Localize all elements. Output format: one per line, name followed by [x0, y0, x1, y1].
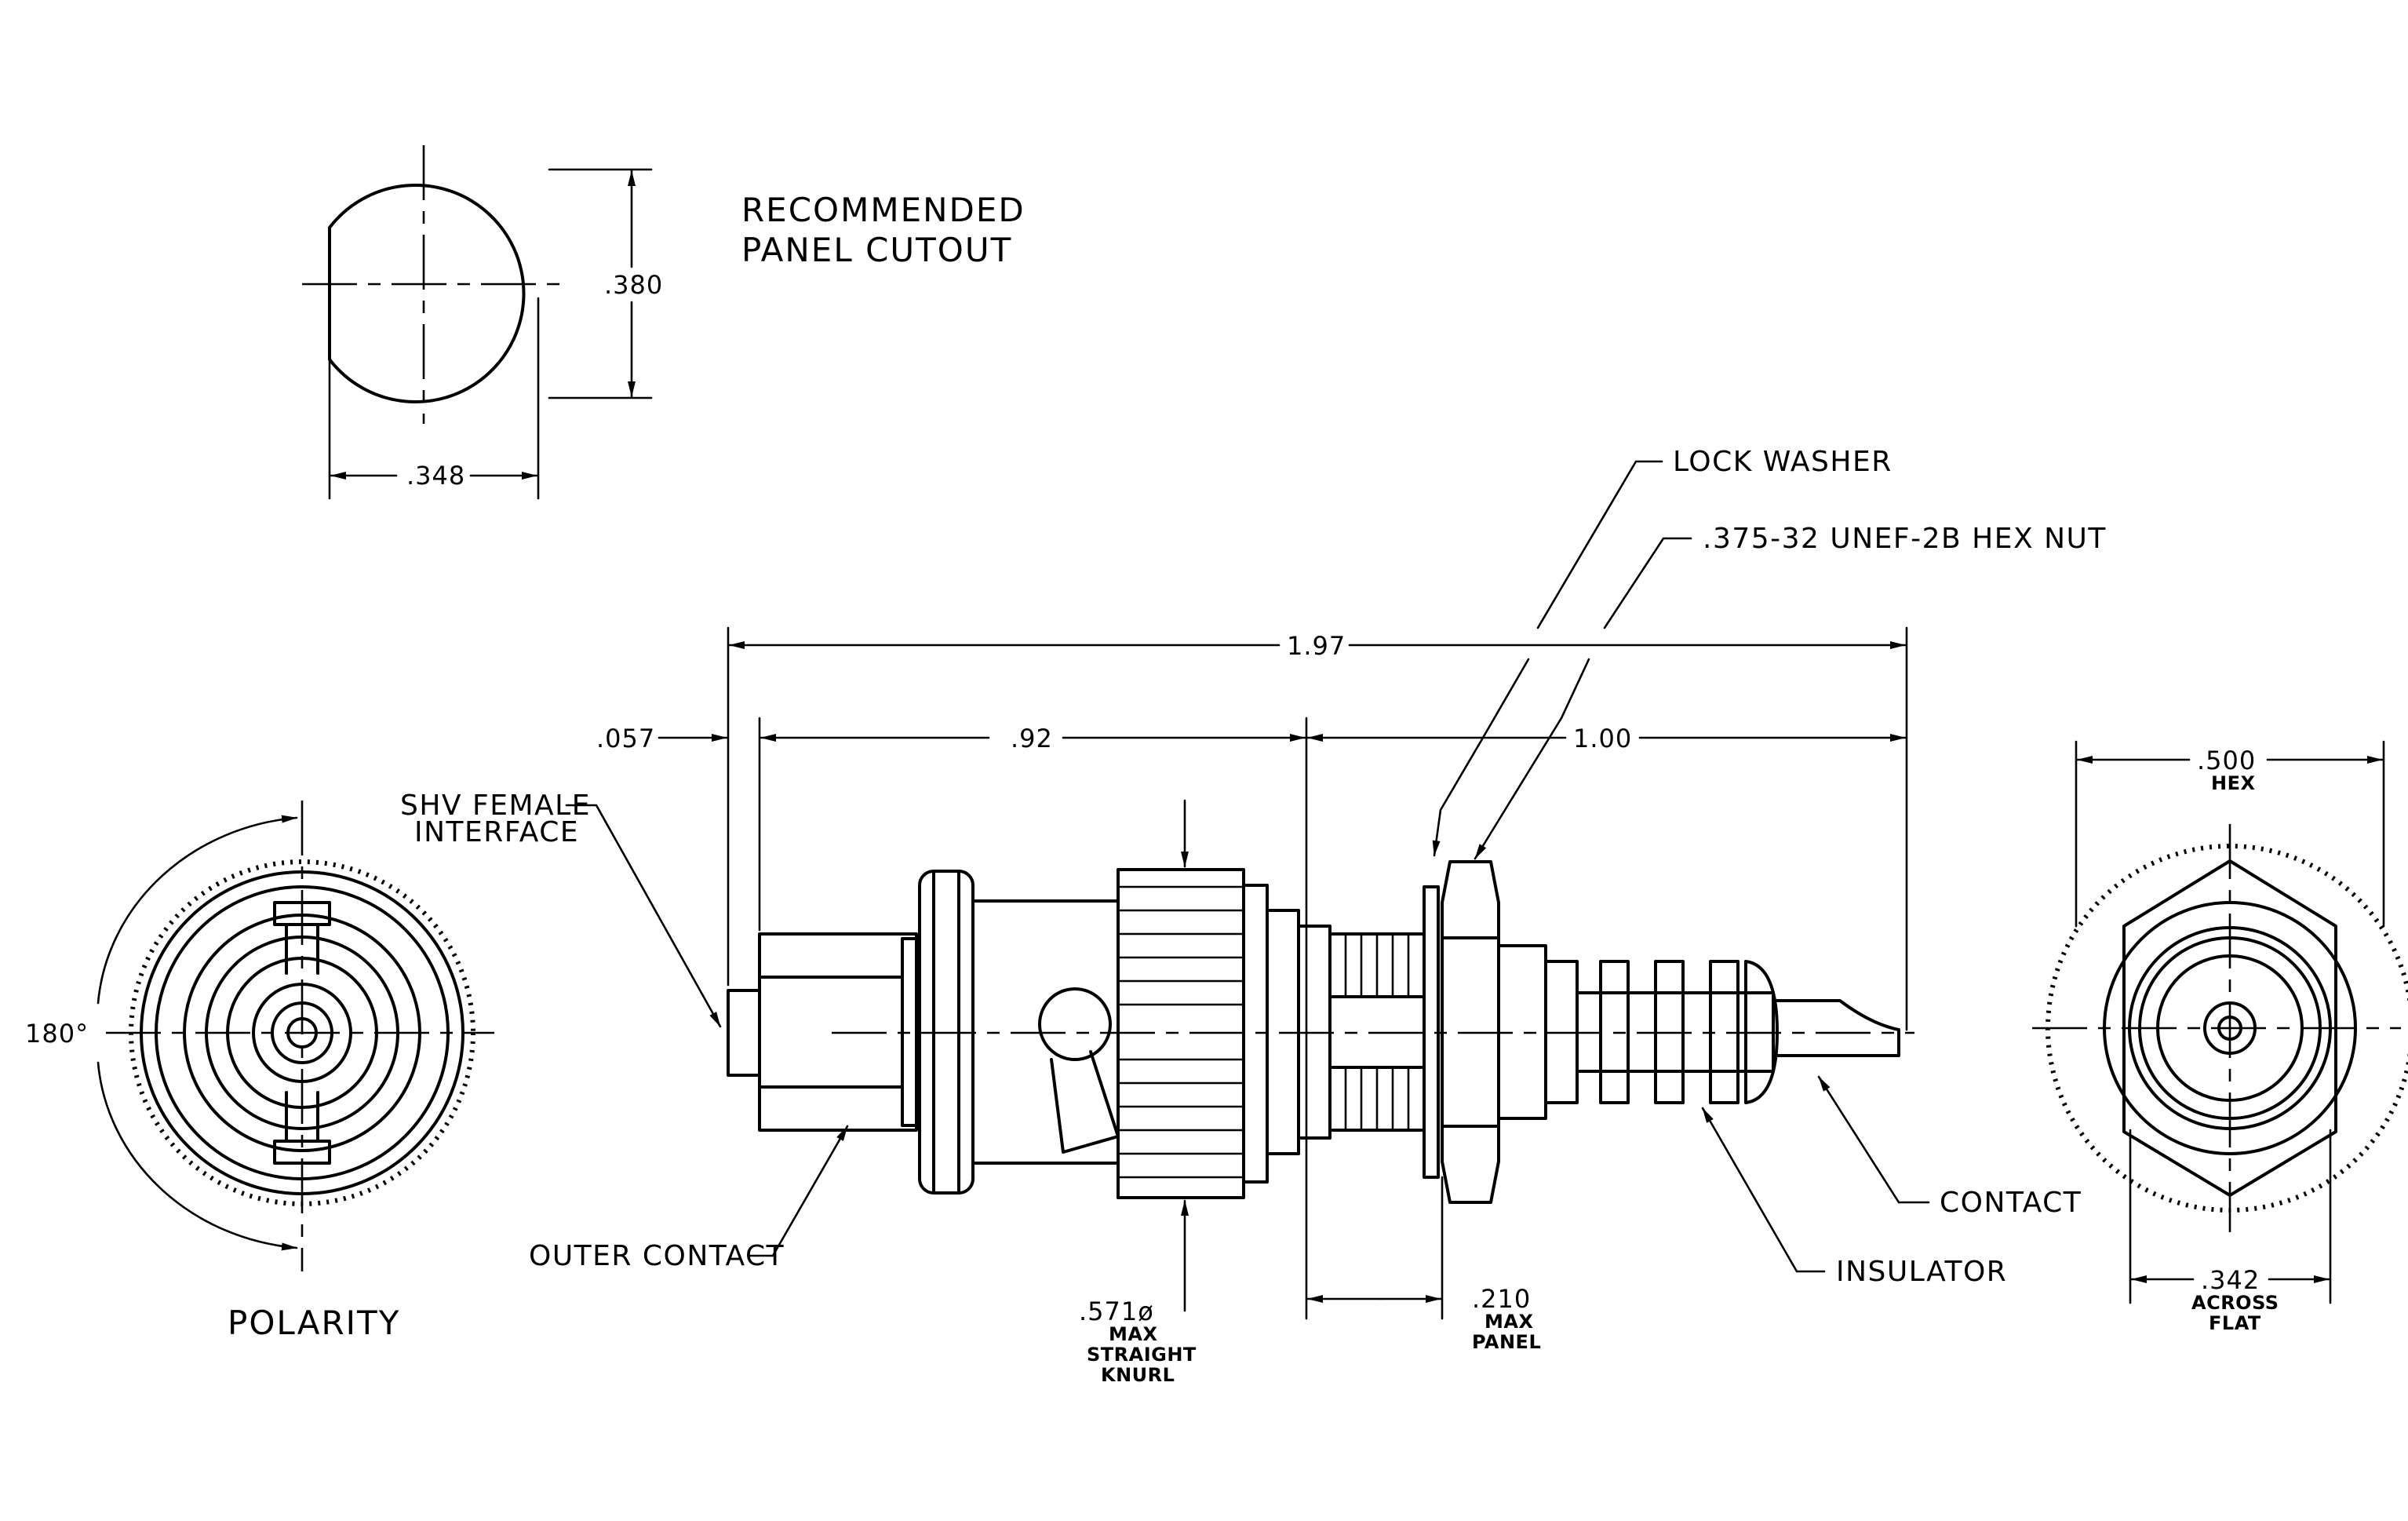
contact-label: CONTACT — [1940, 1187, 2082, 1219]
panel-label-max: MAX — [1485, 1311, 1533, 1333]
knurl-dim: .571ø — [1079, 1297, 1154, 1326]
side-view: 1.97 .057 .92 1.00 SHV FEMALE INTERFACE … — [400, 446, 2107, 1386]
knurl-lines — [1117, 885, 1245, 1179]
knurl-label-max: MAX — [1109, 1323, 1157, 1345]
hex-nut-leader-1 — [1603, 537, 1692, 629]
lock-washer-label: LOCK WASHER — [1673, 446, 1893, 478]
dim-100: 1.00 — [1573, 724, 1632, 753]
dim-cutout-width: .348 — [406, 461, 465, 491]
insulator-label: INSULATOR — [1836, 1256, 2007, 1288]
hex-dim: .500 — [2197, 746, 2256, 775]
dim-057: .057 — [596, 724, 655, 753]
shv-leader — [565, 804, 722, 1028]
cutout-title-line1: RECOMMENDED — [741, 191, 1025, 229]
polarity-arc-top — [97, 815, 298, 1005]
panel-label-panel: PANEL — [1472, 1331, 1541, 1353]
bayonet-slot — [1050, 1050, 1120, 1154]
cutout-title-line2: PANEL CUTOUT — [741, 231, 1012, 269]
knurl-label-straight: STRAIGHT — [1087, 1344, 1197, 1366]
panel-cutout-view: .380 .348 RECOMMENDED PANEL CUTOUT — [302, 145, 1025, 500]
thread-lines — [1344, 932, 1410, 1132]
shv-label-line2: INTERFACE — [414, 816, 579, 848]
dim-overall-length: 1.97 — [1287, 631, 1346, 661]
hex-nut — [1441, 860, 1500, 1204]
knurl-label-knurl: KNURL — [1101, 1364, 1175, 1386]
hex-nut-label: .375-32 UNEF-2B HEX NUT — [1703, 523, 2107, 555]
lock-washer-leader-2 — [1432, 658, 1530, 857]
panel-dim: .210 — [1472, 1284, 1531, 1314]
dim-092: .92 — [1011, 724, 1053, 753]
interface-tip — [727, 989, 761, 1077]
polarity-arc-bottom — [97, 1061, 298, 1251]
hex-dim-label: HEX — [2211, 772, 2255, 794]
rear-view: .500 HEX .342 ACROSS FLAT — [2032, 740, 2408, 1334]
polarity-angle: 180° — [25, 1019, 89, 1049]
insulator-leader — [1701, 1107, 1826, 1273]
cutout-outline — [328, 184, 526, 403]
lock-washer-leader-1 — [1536, 460, 1663, 629]
shv-label-line1: SHV FEMALE — [400, 790, 591, 822]
dim-cutout-height: .380 — [604, 270, 663, 300]
bayonet-pin — [1038, 987, 1112, 1061]
polarity-view: 180° POLARITY — [25, 801, 494, 1342]
flat-label-flat: FLAT — [2209, 1312, 2261, 1334]
contact-pin — [1776, 999, 1900, 1057]
flat-dim: .342 — [2201, 1265, 2260, 1295]
hex-nut-leader-2 — [1474, 658, 1590, 860]
polarity-label: POLARITY — [228, 1304, 400, 1342]
flat-label-across: ACROSS — [2191, 1292, 2279, 1314]
contact-leader — [1817, 1075, 1930, 1204]
outer-contact-leader — [748, 1125, 849, 1257]
outer-contact-label: OUTER CONTACT — [529, 1240, 785, 1272]
